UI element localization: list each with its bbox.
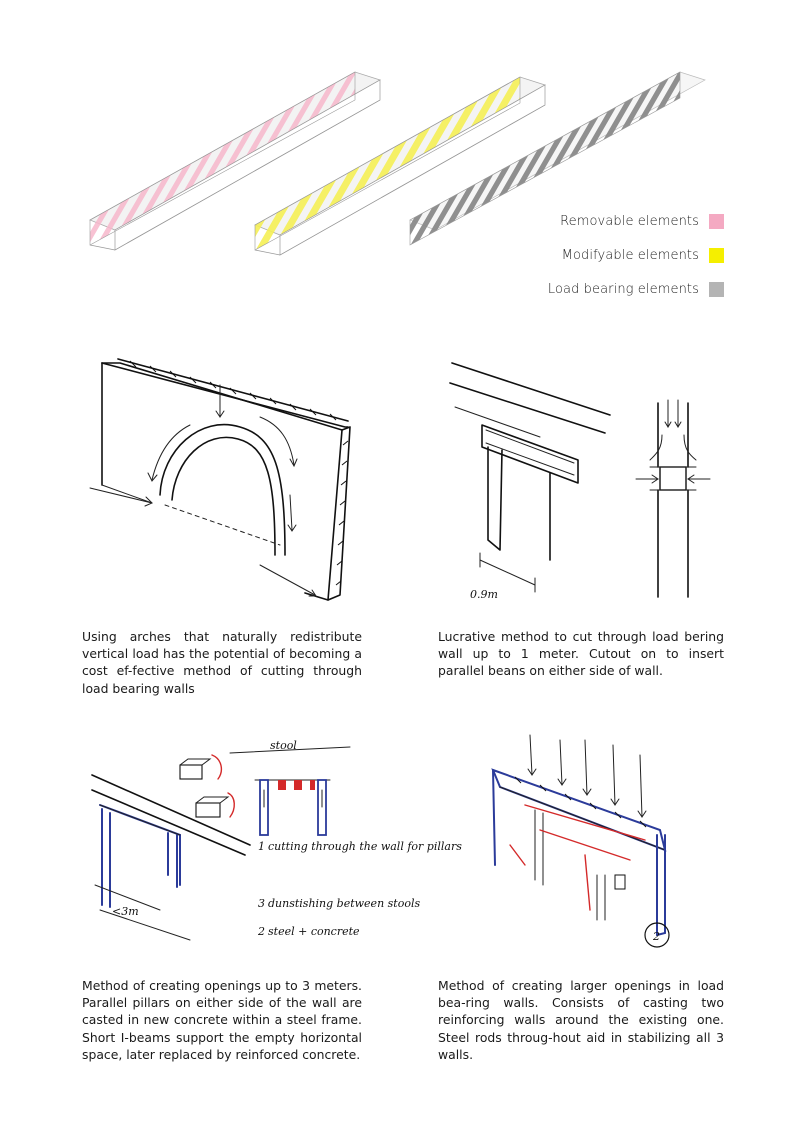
sketch-reinforcing-walls: 2 [491, 734, 670, 948]
step-num-2: 2 [257, 925, 265, 938]
sketch-arch-wall [89, 358, 351, 601]
step-1-text: cutting through the wall for pillars [268, 840, 462, 853]
caption-arch: Using arches that naturally redistribute… [82, 629, 362, 696]
legend-swatch-yellow [709, 248, 724, 263]
step-3-text: dunstishing between stools [268, 897, 420, 910]
step-num-3: 3 [258, 897, 265, 910]
legend-swatch-pink [709, 214, 724, 229]
step-2-text: steel + concrete [268, 925, 360, 938]
legend-label: Load bearing elements [547, 282, 699, 297]
plan-removable [89, 71, 381, 251]
legend-item-removable: Removable elements [560, 214, 724, 229]
stool-label: stool [270, 739, 297, 752]
sketch-parallel-pillars: <3m stool 1 cutting through the wall for… [91, 739, 462, 941]
circled-number: 2 [652, 930, 660, 943]
legend-item-modifyable: Modifyable elements [562, 248, 724, 263]
legend-item-load-bearing: Load bearing elements [548, 282, 724, 297]
plan-modifyable [254, 76, 546, 256]
step-num-1: 1 [258, 840, 265, 853]
axonometric-plans [89, 71, 706, 256]
sketch-beam-cutout: 0.9m [449, 362, 711, 601]
width-label-3m: <3m [112, 905, 139, 918]
legend-label: Removable elements [560, 214, 699, 229]
legend-swatch-grey [709, 282, 724, 297]
width-label: 0.9m [470, 588, 498, 601]
caption-larger: Method of creating larger openings in lo… [438, 978, 724, 1062]
legend-label: Modifyable elements [561, 248, 699, 263]
caption-lucrative: Lucrative method to cut through load ber… [438, 629, 724, 679]
caption-pillars: Method of creating openings up to 3 mete… [82, 978, 362, 1062]
plan-load-bearing [409, 71, 706, 246]
